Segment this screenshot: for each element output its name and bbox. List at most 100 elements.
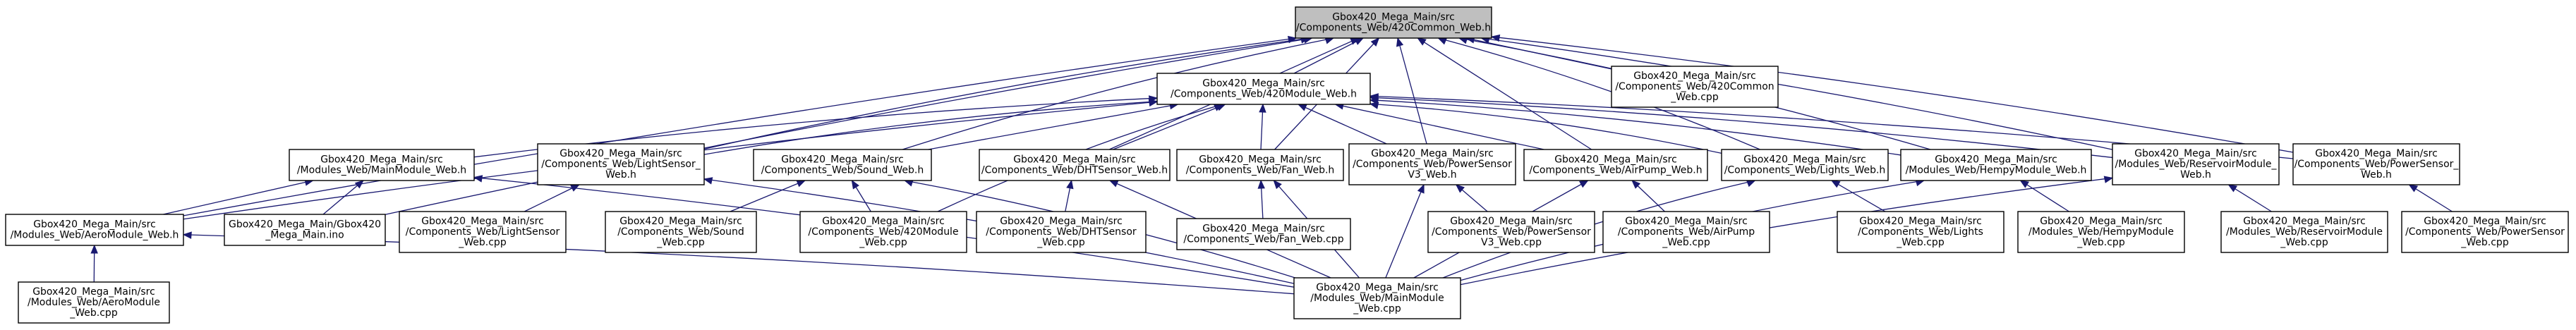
node-label-line: Gbox420_Mega_Main/src — [1450, 216, 1573, 227]
file-node-sound-h[interactable]: Gbox420_Mega_Main/src/Components_Web/Sou… — [753, 149, 932, 181]
node-label-line: Gbox420_Mega_Main/Gbox420 — [229, 219, 381, 231]
file-node-hempy-h[interactable]: Gbox420_Mega_Main/src/Modules_Web/HempyM… — [1900, 149, 2092, 181]
node-label-line: Gbox420_Mega_Main/src — [1859, 216, 1982, 227]
node-label-line: /Modules_Web/AeroModule — [28, 297, 160, 308]
node-label-line: /Components_Web/PowerSensor — [2405, 226, 2565, 238]
edge-line — [183, 37, 1297, 216]
node-label-line: /Components_Web/DHTSensor — [986, 226, 1137, 238]
edge-line — [703, 37, 1310, 149]
file-node-reservoir-cpp[interactable]: Gbox420_Mega_Main/src/Modules_Web/Reserv… — [2220, 211, 2388, 253]
node-label-line: /Components_Web/LightSensor — [406, 226, 560, 238]
edge-lightsensor_h-to-lightsensor_cpp — [524, 184, 580, 212]
node-label-line: Gbox420_Mega_Main/src — [2040, 216, 2163, 227]
file-node-420module-cpp[interactable]: Gbox420_Mega_Main/src/Components_Web/420… — [799, 211, 967, 253]
edge-arrowhead — [851, 179, 859, 190]
node-box — [1176, 218, 1351, 250]
file-node-ino[interactable]: Gbox420_Mega_Main/Gbox420_Mega_Main.ino — [224, 214, 386, 246]
file-node-lightsensor-cpp[interactable]: Gbox420_Mega_Main/src/Components_Web/Lig… — [399, 211, 567, 253]
edge-arrowhead — [182, 231, 192, 239]
node-label-line: Gbox420_Mega_Main/src — [1371, 148, 1494, 159]
node-label-line: Gbox420_Mega_Main/src — [1202, 78, 1325, 90]
edge-arrowhead — [1746, 180, 1756, 188]
node-box — [2401, 211, 2569, 253]
edge-420module_h-to-powerv3_h — [1297, 104, 1387, 145]
edge-420module_h-to-dht_h — [1113, 104, 1226, 150]
edge-arrowhead — [1259, 103, 1266, 113]
file-node-mainmodule-cpp[interactable]: Gbox420_Mega_Main/src/Modules_Web/MainMo… — [1293, 277, 1461, 319]
node-label-line: Web.h — [2361, 169, 2392, 181]
node-label-line: Gbox420_Mega_Main/src — [822, 216, 945, 227]
edge-line — [730, 180, 806, 212]
file-node-airpump-h[interactable]: Gbox420_Mega_Main/src/Components_Web/Air… — [1523, 149, 1708, 181]
edge-arrowhead — [1257, 179, 1265, 189]
file-node-dht-h[interactable]: Gbox420_Mega_Main/src/Components_Web/DHT… — [979, 149, 1171, 181]
node-label-line: /Modules_Web/ReservoirModule — [2226, 226, 2383, 238]
file-node-aero-h[interactable]: Gbox420_Mega_Main/src/Modules_Web/AeroMo… — [5, 214, 184, 246]
node-label-line: /Components_Web/AirPump_Web.h — [1529, 165, 1702, 176]
node-label-line: Gbox420_Mega_Main/src — [1625, 216, 1748, 227]
node-label-line: /Components_Web/Sound_Web.h — [761, 165, 924, 176]
edge-line — [1369, 103, 1722, 154]
node-box — [2292, 143, 2460, 185]
edge-line — [524, 184, 580, 212]
node-box — [18, 281, 170, 324]
edge-line — [703, 101, 1158, 155]
edge-line — [902, 37, 1334, 150]
edge-arrowhead — [354, 180, 364, 189]
file-node-powerv3-cpp[interactable]: Gbox420_Mega_Main/src/Components_Web/Pow… — [1427, 211, 1595, 253]
node-label-line: _Web.cpp — [1662, 237, 1710, 248]
edge-line — [1481, 37, 2113, 150]
node-label-line: _Web.cpp — [2280, 237, 2328, 248]
edge-420common_h-to-powerv3_h — [1396, 37, 1427, 145]
file-node-mainmodule-h[interactable]: Gbox420_Mega_Main/src/Modules_Web/MainMo… — [289, 149, 475, 181]
node-box — [289, 149, 475, 181]
node-label-line: Gbox420_Mega_Main/src — [1935, 154, 2057, 166]
edge-arrowhead — [796, 180, 806, 188]
file-node-sound-cpp[interactable]: Gbox420_Mega_Main/src/Components_Web/Sou… — [605, 211, 757, 253]
node-label-line: Gbox420_Mega_Main/src — [1743, 154, 1866, 166]
edge-line — [1417, 37, 1592, 150]
file-node-power-h[interactable]: Gbox420_Mega_Main/src/Components_Web/Pow… — [2292, 143, 2460, 185]
node-label-line: Gbox420_Mega_Main/src — [619, 216, 742, 227]
edge-arrowhead — [1287, 35, 1298, 44]
file-node-420common-cpp[interactable]: Gbox420_Mega_Main/src/Components_Web/420… — [1611, 66, 1779, 108]
node-box — [753, 149, 932, 181]
node-label-line: Gbox420_Mega_Main/src — [320, 154, 443, 166]
node-label-line: _Web.cpp — [69, 307, 118, 319]
node-label-line: /Components_Web/Fan_Web.h — [1186, 165, 1335, 176]
file-node-powerv3-h[interactable]: Gbox420_Mega_Main/src/Components_Web/Pow… — [1348, 143, 1516, 185]
edge-power_h-to-power_cpp — [2408, 184, 2453, 212]
edge-powerv3_h-to-powerv3_cpp — [1455, 184, 1488, 212]
edge-arrowhead — [473, 175, 483, 183]
node-label-line: /Components_Web/Fan_Web.cpp — [1183, 234, 1343, 245]
file-node-lights-h[interactable]: Gbox420_Mega_Main/src/Components_Web/Lig… — [1721, 149, 1889, 181]
file-node-lights-cpp[interactable]: Gbox420_Mega_Main/src/Components_Web/Lig… — [1837, 211, 2004, 253]
node-label-line: /Components_Web/Lights_Web.h — [1724, 165, 1886, 176]
node-box — [2220, 211, 2388, 253]
file-node-fan-h[interactable]: Gbox420_Mega_Main/src/Components_Web/Fan… — [1176, 149, 1344, 181]
file-node-lightsensor-h[interactable]: Gbox420_Mega_Main/src/Components_Web/Lig… — [537, 143, 705, 185]
file-node-airpump-cpp[interactable]: Gbox420_Mega_Main/src/Components_Web/Air… — [1602, 211, 1770, 253]
file-node-aero-cpp[interactable]: Gbox420_Mega_Main/src/Modules_Web/AeroMo… — [18, 281, 170, 324]
file-node-power-cpp[interactable]: Gbox420_Mega_Main/src/Components_Web/Pow… — [2401, 211, 2569, 253]
node-label-line: Gbox420_Mega_Main/src — [1554, 154, 1677, 166]
node-box — [1900, 149, 2092, 181]
edge-arrowhead — [2019, 180, 2030, 188]
file-node-hempy-cpp[interactable]: Gbox420_Mega_Main/src/Modules_Web/HempyM… — [2017, 211, 2185, 253]
node-label-line: Gbox420_Mega_Main/src — [1013, 154, 1136, 166]
node-box — [224, 214, 386, 246]
node-label-line: /Modules_Web/ReservoirModule_ — [2115, 159, 2278, 170]
edge-arrowhead — [1579, 180, 1589, 188]
file-node-fan-cpp[interactable]: Gbox420_Mega_Main/src/Components_Web/Fan… — [1176, 218, 1351, 250]
file-node-420module-h[interactable]: Gbox420_Mega_Main/src/Components_Web/420… — [1156, 73, 1371, 105]
file-node-dht-cpp[interactable]: Gbox420_Mega_Main/src/Components_Web/DHT… — [976, 211, 1147, 253]
edge-arrowhead — [1455, 184, 1465, 193]
edge-line — [1335, 104, 1544, 150]
file-node-420common-h[interactable]: Gbox420_Mega_Main/src/Components_Web/420… — [1295, 6, 1492, 39]
edge-line — [1385, 184, 1425, 279]
node-label-line: _Web.cpp — [1896, 237, 1945, 248]
node-box — [2112, 143, 2280, 185]
edge-sound_h-to-420module_cpp — [851, 179, 871, 212]
file-node-reservoir-h[interactable]: Gbox420_Mega_Main/src/Modules_Web/Reserv… — [2112, 143, 2280, 185]
